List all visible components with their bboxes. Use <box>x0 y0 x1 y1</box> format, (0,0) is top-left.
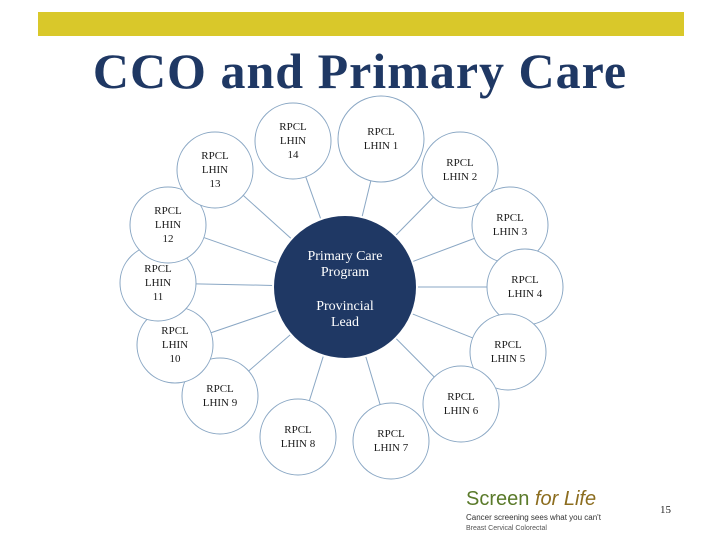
node-label-line: RPCL <box>154 205 182 217</box>
node-label-lhin13: RPCL LHIN 13 <box>175 149 255 191</box>
logo-title: Screen for Life <box>466 488 596 511</box>
node-label-line: RPCL <box>161 325 189 337</box>
node-label-line: RPCL <box>144 263 172 275</box>
connector-lhin13 <box>242 195 292 240</box>
node-label-line: RPCL <box>284 424 312 436</box>
node-label-line: LHIN 3 <box>492 226 528 238</box>
node-label-lhin6: RPCL LHIN 6 <box>421 390 501 418</box>
node-label-lhin7: RPCL LHIN 7 <box>351 427 431 455</box>
node-label-line: LHIN <box>154 219 182 231</box>
node-label-line: RPCL <box>279 121 307 133</box>
node-label-line: LHIN <box>161 339 189 351</box>
node-label-lhin3: RPCL LHIN 3 <box>470 211 550 239</box>
node-label-line: LHIN 6 <box>443 405 479 417</box>
node-circle-lhin9 <box>181 357 259 435</box>
node-label-line: LHIN <box>144 277 172 289</box>
connector-lhin12 <box>203 237 278 264</box>
connector-lhin3 <box>412 237 475 263</box>
center-hub-circle <box>272 214 418 360</box>
node-circle-lhin5 <box>469 313 547 391</box>
node-label-lhin5: RPCL LHIN 5 <box>468 338 548 366</box>
node-label-line: 11 <box>152 291 164 303</box>
node-label-line: 10 <box>169 353 181 365</box>
node-circle-lhin12 <box>129 186 207 264</box>
node-label-line: LHIN 4 <box>507 288 543 300</box>
node-label-line: LHIN 1 <box>363 140 399 152</box>
top-accent-bar <box>38 12 684 36</box>
node-label-line: RPCL <box>377 428 405 440</box>
node-label-lhin4: RPCL LHIN 4 <box>485 273 565 301</box>
center-hub-label: Primary Care Program <box>285 249 405 281</box>
node-label-line: RPCL <box>447 391 475 403</box>
node-circle-lhin6 <box>422 365 500 443</box>
center-line-1: Primary Care <box>307 249 383 264</box>
connector-lhin1 <box>361 180 372 218</box>
node-label-line: LHIN 2 <box>442 171 478 183</box>
logo-for-life-text: for Life <box>534 488 597 510</box>
node-label-lhin12: RPCL LHIN 12 <box>128 204 208 246</box>
node-label-line: RPCL <box>494 339 522 351</box>
connector-lhin14 <box>305 176 322 220</box>
page-number: 15 <box>660 504 671 516</box>
node-circle-lhin2 <box>421 131 499 209</box>
node-label-line: 12 <box>162 233 174 245</box>
node-circle-lhin13 <box>176 131 254 209</box>
connector-lhin5 <box>411 313 473 339</box>
connector-lhin10 <box>210 309 278 334</box>
node-circle-lhin8 <box>259 398 337 476</box>
logo-screen-text: Screen <box>466 488 535 510</box>
screen-for-life-logo: Screen for Life Cancer screening sees wh… <box>466 488 606 536</box>
connector-lhin9 <box>248 333 292 372</box>
slide-title: CCO and Primary Care <box>92 43 628 99</box>
node-label-lhin11: RPCL LHIN 11 <box>118 262 198 304</box>
node-label-line: RPCL <box>446 157 474 169</box>
node-label-line: LHIN 9 <box>202 397 238 409</box>
connector-lhin2 <box>395 196 434 237</box>
center-hub-sublabel: Provincial Lead <box>285 299 405 331</box>
connector-lhin7 <box>365 355 381 405</box>
node-label-line: 13 <box>209 178 221 190</box>
node-label-line: LHIN 8 <box>280 438 316 450</box>
node-label-lhin1: RPCL LHIN 1 <box>341 125 421 153</box>
connector-lhin11 <box>195 283 274 286</box>
node-circle-lhin1 <box>337 95 425 183</box>
node-label-lhin8: RPCL LHIN 8 <box>258 423 338 451</box>
node-label-line: RPCL <box>367 126 395 138</box>
node-label-line: 14 <box>287 149 299 161</box>
node-label-lhin2: RPCL LHIN 2 <box>420 156 500 184</box>
node-label-lhin14: RPCL LHIN 14 <box>253 120 333 162</box>
node-label-line: LHIN 5 <box>490 353 526 365</box>
center-line-3: Provincial <box>316 299 374 314</box>
node-label-lhin10: RPCL LHIN 10 <box>135 324 215 366</box>
node-label-line: LHIN <box>279 135 307 147</box>
node-label-line: RPCL <box>496 212 524 224</box>
node-label-line: LHIN 7 <box>373 442 409 454</box>
node-circle-lhin7 <box>352 402 430 480</box>
connector-lhin6 <box>395 337 435 378</box>
logo-program-list: Breast Cervical Colorectal <box>466 525 547 532</box>
center-line-4: Lead <box>331 315 359 330</box>
node-label-line: RPCL <box>206 383 234 395</box>
node-label-line: RPCL <box>201 150 229 162</box>
node-circle-lhin14 <box>254 102 332 180</box>
logo-tagline: Cancer screening sees what you can't <box>466 513 601 522</box>
connector-lhin8 <box>308 355 324 401</box>
center-line-2: Program <box>320 265 370 280</box>
node-label-line: RPCL <box>511 274 539 286</box>
node-label-lhin9: RPCL LHIN 9 <box>180 382 260 410</box>
node-label-line: LHIN <box>201 164 229 176</box>
